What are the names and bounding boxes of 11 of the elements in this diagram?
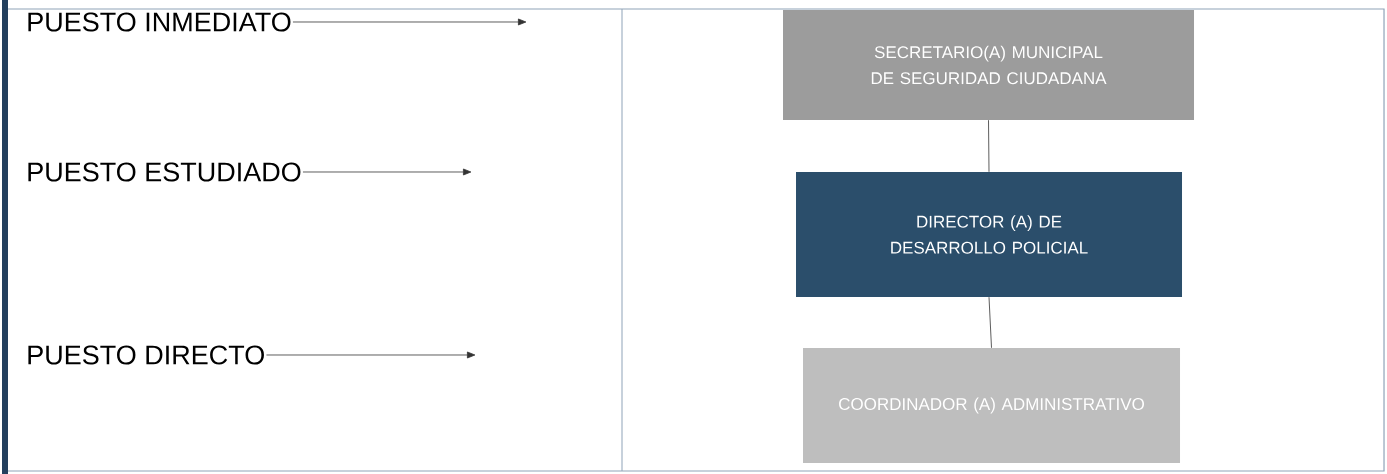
- position-label: PUESTO ESTUDIADO: [28, 162, 301, 182]
- connector-line: [988, 296, 992, 349]
- arrow: [266, 351, 476, 359]
- connector-line: [988, 119, 990, 173]
- arrow: [292, 18, 527, 26]
- position-label: PUESTO DIRECTO: [28, 345, 264, 365]
- position-box: SECRETARIO(A) MUNICIPAL DE SEGURIDAD CIUDADANA: [783, 10, 1194, 120]
- arrow: [302, 168, 472, 176]
- position-box: DIRECTOR (A) DE DESARROLLO POLICIAL: [796, 172, 1182, 297]
- position-box: COORDINADOR (A) ADMINISTRATIVO: [803, 348, 1180, 463]
- position-label: PUESTO INMEDIATO: [28, 12, 291, 32]
